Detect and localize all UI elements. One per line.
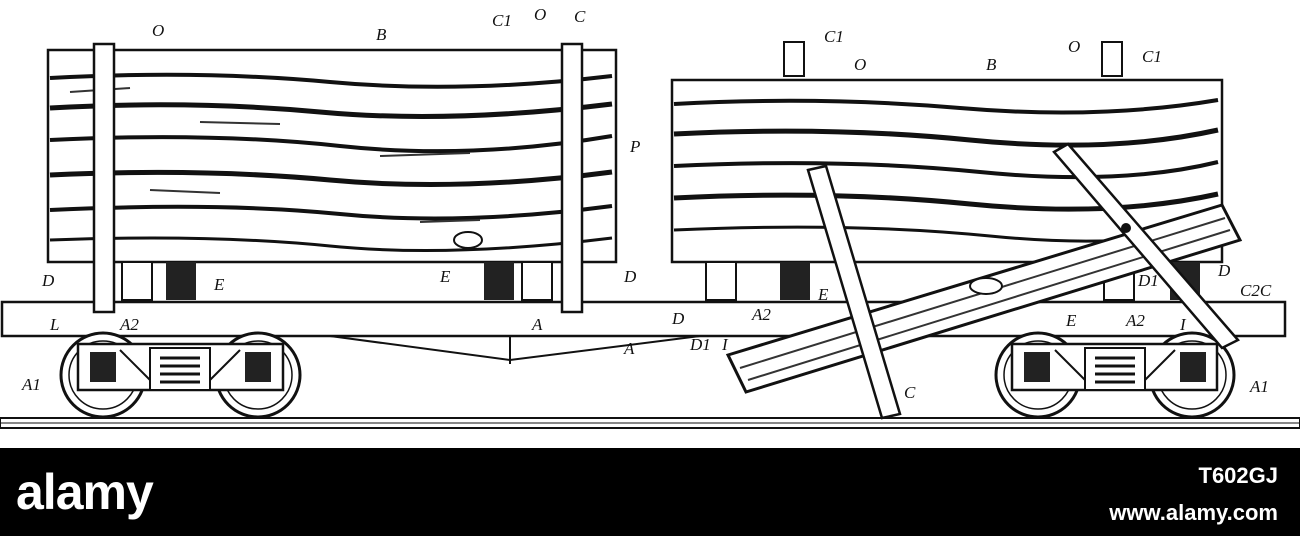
log-car-illustration: O B C1 O C P D E E D L A2 A A A1 C1 O B … [0, 5, 1300, 429]
label-o: O [152, 21, 164, 40]
label-e: E [1065, 311, 1077, 330]
label-a2: A2 [751, 305, 771, 324]
engraving-svg: O B C1 O C P D E E D L A2 A A A1 C1 O B … [0, 5, 1300, 429]
label-o: O [534, 5, 546, 24]
label-c1: C1 [824, 27, 844, 46]
label-p: P [629, 137, 640, 156]
label-e: E [439, 267, 451, 286]
label-o: O [854, 55, 866, 74]
label-a1: A1 [21, 375, 41, 394]
rail [0, 417, 1300, 429]
image-id: T602GJ [1198, 463, 1279, 488]
right-log-bundle [670, 41, 1224, 301]
label-b: B [376, 25, 387, 44]
figure-labels: O B C1 O C P D E E D L A2 A A A1 C1 O B … [21, 5, 1272, 402]
car-platform [0, 300, 1287, 364]
label-o: O [1068, 37, 1080, 56]
right-truck [994, 331, 1236, 419]
label-a1: A1 [1249, 377, 1269, 396]
label-c1: C1 [492, 11, 512, 30]
label-i: I [721, 335, 729, 354]
label-e: E [817, 285, 829, 304]
label-c: C [904, 383, 916, 402]
label-i: I [1179, 315, 1187, 334]
label-l: L [49, 315, 59, 334]
label-d: D [41, 271, 55, 290]
label-d1: D1 [1137, 271, 1159, 290]
left-log-bundle [46, 42, 618, 314]
left-truck [59, 331, 302, 419]
label-c1: C1 [1142, 47, 1162, 66]
brand-logo: alamy [16, 464, 154, 520]
label-d: D [671, 309, 685, 328]
site-url: www.alamy.com [1109, 500, 1278, 525]
swinging-stakes [806, 142, 1240, 420]
label-d: D [1217, 261, 1231, 280]
label-e: E [213, 275, 225, 294]
label-a: A [531, 315, 543, 334]
label-b: B [986, 55, 997, 74]
label-d1: D1 [689, 335, 711, 354]
label-d: D [623, 267, 637, 286]
label-c: C [574, 7, 586, 26]
label-c2c: C2C [1240, 281, 1272, 300]
label-a: A [623, 339, 635, 358]
label-a2: A2 [1125, 311, 1145, 330]
watermark-bar: alamy T602GJ www.alamy.com [0, 448, 1300, 536]
label-a2: A2 [119, 315, 139, 334]
